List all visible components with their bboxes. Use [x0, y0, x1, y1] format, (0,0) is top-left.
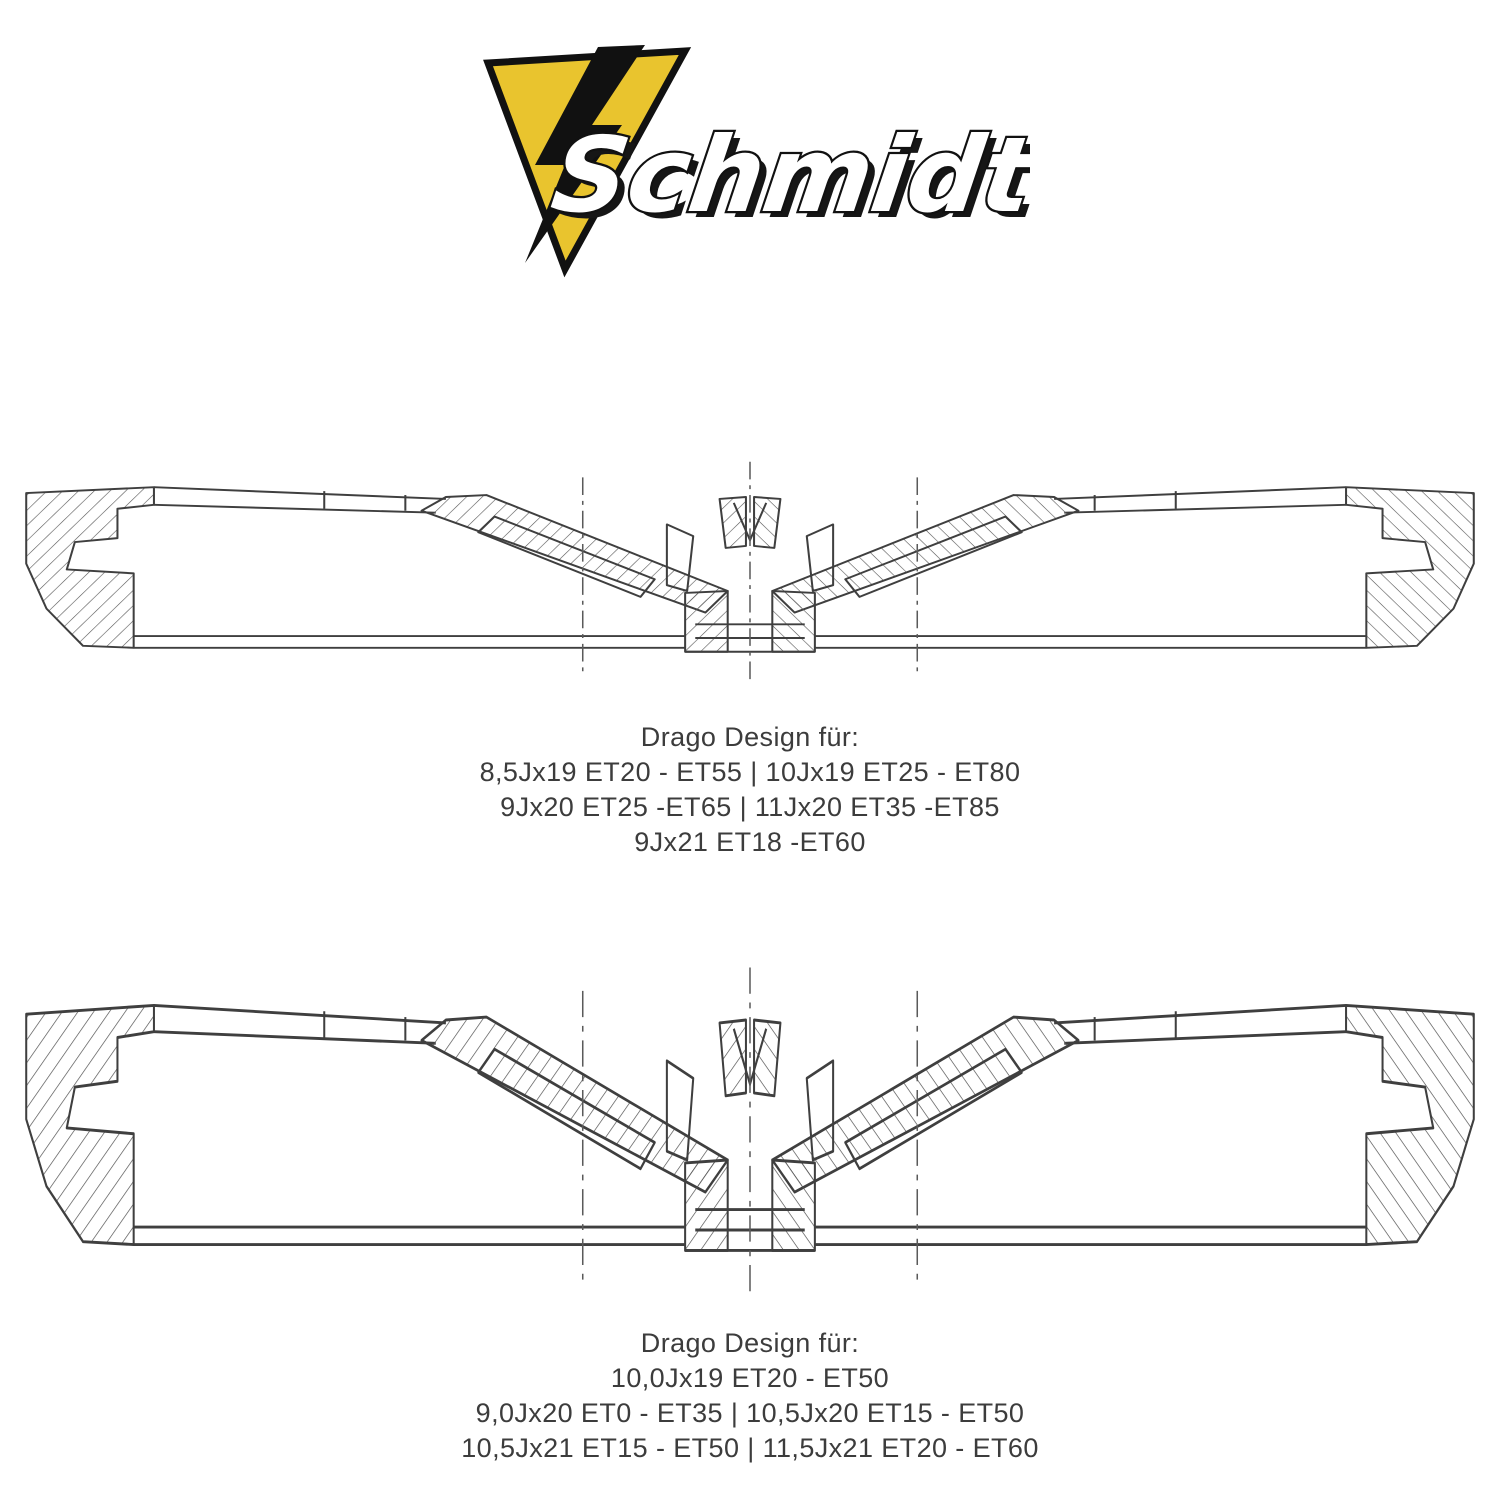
spec-line: 10,5Jx21 ET15 - ET50 | 11,5Jx21 ET20 - E…	[461, 1433, 1039, 1463]
fitment-spec-bottom: Drago Design für: 10,0Jx19 ET20 - ET50 9…	[0, 1326, 1500, 1466]
spec-title: Drago Design für:	[640, 1328, 860, 1358]
schmidt-logo-graphic: Schmidt Schmidt	[483, 45, 1052, 278]
rim-cross-section-drawing-2	[10, 950, 1490, 1300]
rim-cross-section-drawing-1	[10, 450, 1490, 685]
logo-wordmark-shadow: Schmidt	[552, 120, 1030, 241]
spec-line: 10,0Jx19 ET20 - ET50	[610, 1363, 890, 1393]
spec-line: 9Jx21 ET18 -ET60	[634, 827, 866, 857]
spec-line: 8,5Jx19 ET20 - ET55 | 10Jx19 ET25 - ET80	[479, 757, 1021, 787]
logo-wordmark: Schmidt	[545, 114, 1030, 235]
spec-line: 9Jx20 ET25 -ET65 | 11Jx20 ET35 -ET85	[500, 792, 1000, 822]
schmidt-logo: Schmidt Schmidt	[470, 45, 1052, 280]
lightning-bolt-icon	[525, 45, 645, 263]
spec-line: 9,0Jx20 ET0 - ET35 | 10,5Jx20 ET15 - ET5…	[475, 1398, 1025, 1428]
fitment-spec-top: Drago Design für: 8,5Jx19 ET20 - ET55 | …	[0, 720, 1500, 860]
spec-title: Drago Design für:	[640, 722, 860, 752]
